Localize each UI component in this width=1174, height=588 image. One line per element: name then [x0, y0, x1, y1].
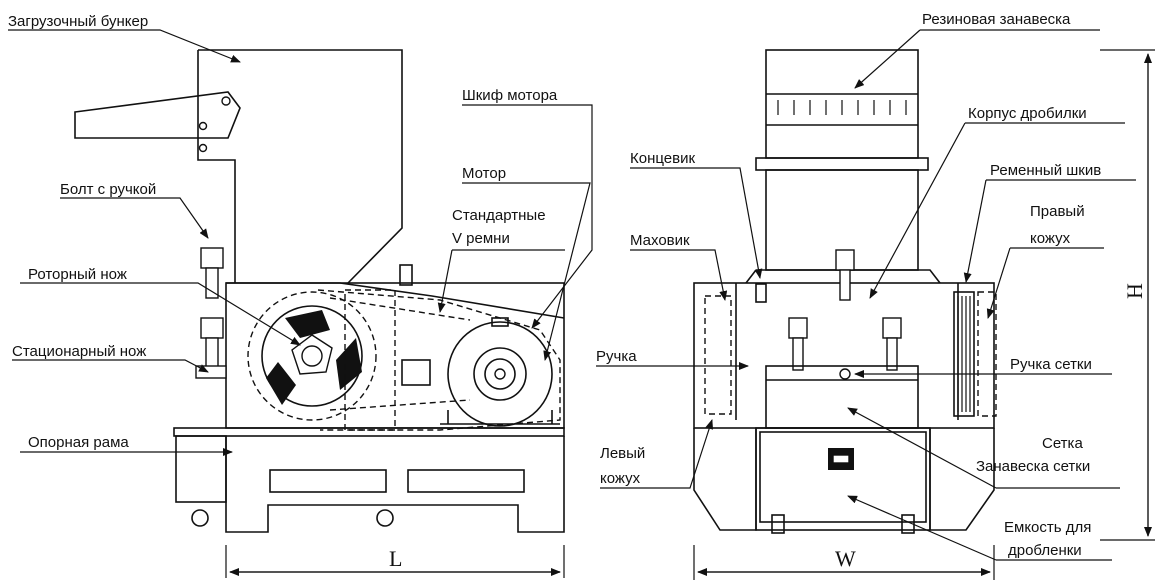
belt-pulley-icon: [953, 291, 997, 417]
side-view: [74, 49, 565, 578]
label-limit-switch: Концевик: [630, 150, 695, 167]
bolt-handle-icon: [195, 247, 227, 379]
dimension-length: L: [389, 546, 402, 571]
dimension-height: H: [1122, 283, 1147, 299]
label-belt-pulley: Ременный шкив: [990, 162, 1101, 179]
support-frame-shape: [173, 427, 565, 437]
label-screen-handle: Ручка сетки: [1010, 356, 1092, 373]
bin-shape: [755, 427, 931, 531]
leader-lines: [8, 29, 1136, 561]
label-right-cover-line1: Правый: [1030, 203, 1085, 220]
label-v-belts-line2: V ремни: [452, 230, 510, 247]
curtain-pins: [777, 100, 907, 115]
label-handle: Ручка: [596, 348, 637, 365]
front-view: [693, 49, 1155, 580]
label-crusher-body: Корпус дробилки: [968, 105, 1087, 122]
label-screen: Сетка: [1042, 435, 1083, 452]
bin-handle-icon: [828, 448, 854, 470]
label-support-frame: Опорная рама: [28, 434, 129, 451]
label-rubber-curtain: Резиновая занавеска: [922, 11, 1071, 28]
rotor-disk: [261, 305, 363, 407]
label-motor-pulley: Шкиф мотора: [462, 87, 558, 104]
caster-wheel-icon: [191, 509, 394, 527]
label-bolt-handle: Болт с ручкой: [60, 181, 156, 198]
label-right-cover-line2: кожух: [1030, 230, 1071, 247]
dimension-width: W: [835, 546, 856, 571]
label-rotor-knife: Роторный нож: [28, 266, 127, 283]
label-bin-line1: Емкость для: [1004, 519, 1091, 536]
hopper-shape: [197, 49, 403, 284]
label-left-cover-line1: Левый: [600, 445, 645, 462]
label-hopper: Загрузочный бункер: [8, 13, 148, 30]
label-screen-curtain: Занавеска сетки: [976, 458, 1090, 475]
label-stationary-knife: Стационарный нож: [12, 343, 146, 360]
label-left-cover-line2: кожух: [600, 470, 641, 487]
handle-icon: [788, 249, 902, 371]
label-v-belts-line1: Стандартные: [452, 207, 546, 224]
hopper-flap: [74, 91, 241, 139]
crusher-body-shape: [693, 282, 995, 429]
flywheel-shape: [704, 295, 732, 415]
motor-icon: [447, 321, 553, 427]
label-bin-line2: дробленки: [1008, 542, 1082, 559]
label-motor: Мотор: [462, 165, 506, 182]
callout-labels: Загрузочный бункер Болт с ручкой Роторны…: [8, 11, 1147, 571]
label-flywheel: Маховик: [630, 232, 690, 249]
